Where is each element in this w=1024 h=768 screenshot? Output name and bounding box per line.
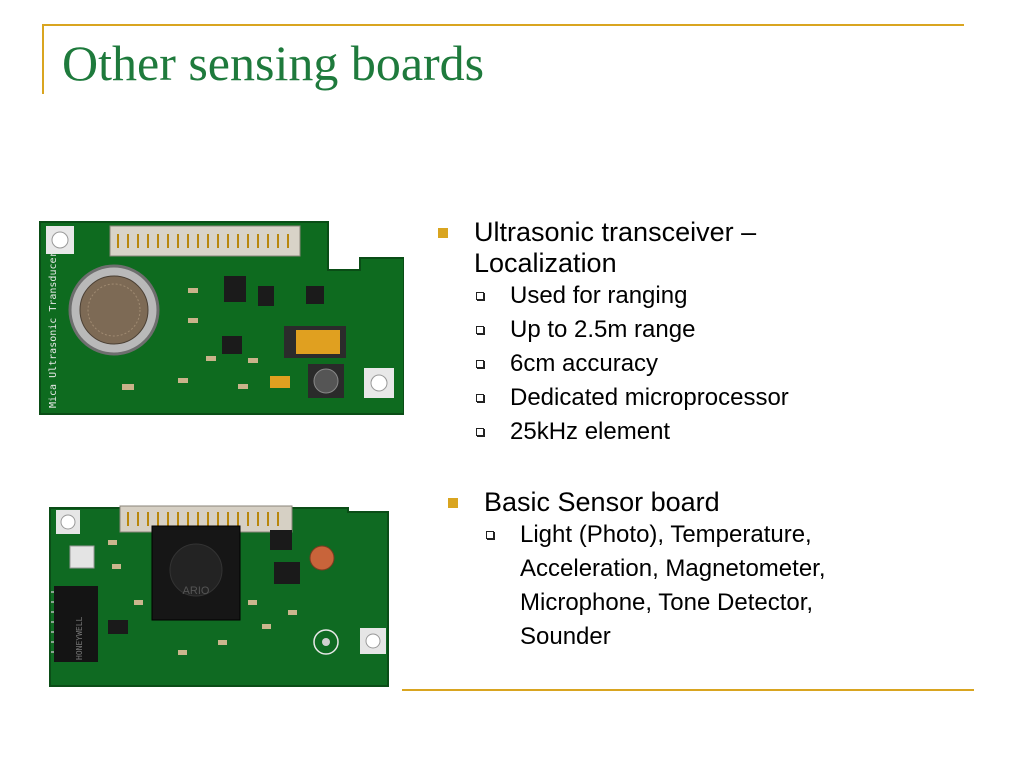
hollow-square-bullet-icon — [476, 360, 484, 368]
list-item-label: Dedicated microprocessor — [510, 384, 789, 411]
square-bullet-icon — [448, 498, 458, 508]
square-bullet-icon — [438, 228, 448, 238]
hollow-square-bullet-icon — [476, 292, 484, 300]
sensor-board-photo: ARIO HONEYWELL — [48, 500, 390, 690]
list-item-label: Light (Photo), Temperature, Acceleration… — [520, 521, 826, 650]
sensor-board-heading-bullet: Basic Sensor board — [444, 487, 880, 518]
list-item: Light (Photo), Temperature, Acceleration… — [484, 518, 880, 654]
ultrasonic-board-photo: Mica Ultrasonic Transducer — [38, 218, 404, 416]
list-item-label: 6cm accuracy — [510, 350, 659, 377]
list-item: 6cm accuracy — [474, 347, 814, 381]
list-item: Dedicated microprocessor — [474, 381, 814, 415]
slide-title: Other sensing boards — [62, 35, 485, 91]
ultrasonic-heading: Ultrasonic transceiver – Localization — [474, 217, 757, 278]
list-item-label: Used for ranging — [510, 282, 688, 309]
bottom-rule — [402, 689, 974, 691]
ultrasonic-bullets: Ultrasonic transceiver – Localization Us… — [434, 217, 814, 449]
list-item: Used for ranging — [474, 279, 814, 313]
ultrasonic-heading-bullet: Ultrasonic transceiver – Localization — [434, 217, 814, 279]
list-item: Up to 2.5m range — [474, 313, 814, 347]
hollow-square-bullet-icon — [486, 531, 494, 539]
sensor-board-chip-label: ARIO — [183, 585, 210, 597]
hollow-square-bullet-icon — [476, 428, 484, 436]
list-item-label: 25kHz element — [510, 418, 671, 445]
sensor-board-bullets: Basic Sensor board Light (Photo), Temper… — [444, 487, 880, 654]
hollow-square-bullet-icon — [476, 394, 484, 402]
title-frame-left-rule — [42, 24, 44, 94]
honeywell-chip-label: HONEYWELL — [75, 616, 84, 660]
list-item: 25kHz element — [474, 415, 814, 449]
sensor-board-heading: Basic Sensor board — [484, 487, 720, 517]
hollow-square-bullet-icon — [476, 326, 484, 334]
list-item-label: Up to 2.5m range — [510, 316, 696, 343]
title-frame-top-rule — [42, 24, 964, 26]
ultrasonic-silkscreen-label: Mica Ultrasonic Transducer — [48, 251, 59, 408]
